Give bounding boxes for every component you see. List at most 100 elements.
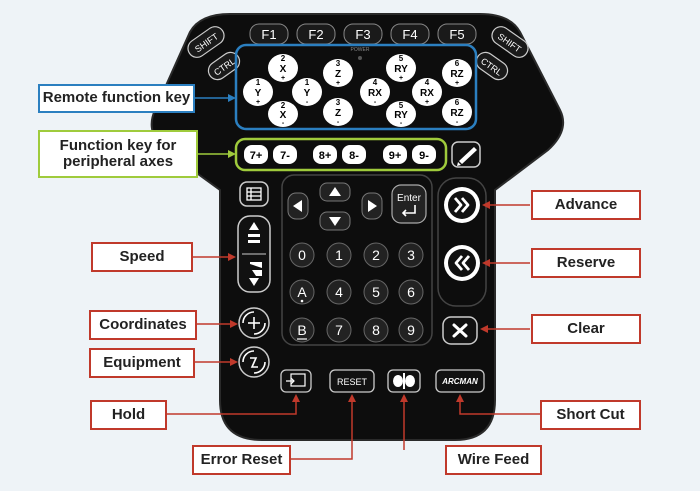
wire-feed-icon bbox=[393, 373, 415, 389]
arcman-key[interactable]: ARCMAN bbox=[435, 369, 485, 393]
ctrl-left-key[interactable]: CTRL bbox=[205, 49, 243, 83]
speed-down-icon bbox=[249, 262, 262, 286]
axis-key-x-minus[interactable]: 2 X - bbox=[268, 101, 298, 127]
arrow-down-key[interactable] bbox=[319, 211, 351, 231]
double-chevron-left-icon bbox=[454, 255, 471, 271]
axis-num: 3 bbox=[336, 59, 341, 68]
shift-right-key[interactable]: SHIFT bbox=[488, 23, 531, 61]
edit-key[interactable] bbox=[451, 141, 481, 168]
arrow-left-key[interactable] bbox=[287, 192, 309, 220]
callout-clear: Clear bbox=[531, 314, 641, 344]
arrow-up-key[interactable] bbox=[319, 182, 351, 202]
numpad-key-6[interactable]: 6 bbox=[398, 279, 424, 305]
arrow-left-icon bbox=[293, 200, 302, 212]
axis-name: RZ bbox=[450, 69, 463, 80]
callout-reserve: Reserve bbox=[531, 248, 641, 278]
axis-key-z-minus[interactable]: 3 Z - bbox=[323, 98, 353, 126]
axis-key-rz-plus[interactable]: 6 RZ + bbox=[442, 59, 472, 87]
advance-key[interactable] bbox=[444, 187, 480, 223]
peripheral-key-9-minus[interactable]: 9- bbox=[412, 145, 436, 164]
axis-key-rx-plus[interactable]: 4 RX + bbox=[412, 78, 442, 106]
menu-key[interactable] bbox=[239, 181, 269, 207]
f1-key[interactable]: F1 bbox=[249, 23, 289, 45]
numpad-key-label: 9 bbox=[407, 322, 415, 338]
numpad-key-1[interactable]: 1 bbox=[326, 242, 352, 268]
f3-key[interactable]: F3 bbox=[343, 23, 383, 45]
wire-feed-key[interactable] bbox=[387, 369, 421, 393]
numpad-key-8[interactable]: 8 bbox=[363, 317, 389, 343]
numpad-key-a[interactable]: A bbox=[289, 279, 315, 305]
f-keys: F1 F2 F3 F4 F5 bbox=[249, 23, 477, 45]
numpad-key-3[interactable]: 3 bbox=[398, 242, 424, 268]
reset-key[interactable]: RESET bbox=[329, 369, 375, 393]
keypad-frame bbox=[281, 174, 433, 346]
callout-advance: Advance bbox=[531, 190, 641, 220]
remote-function-key-highlight bbox=[234, 43, 478, 131]
axis-sign: - bbox=[337, 119, 340, 126]
numpad-key-0[interactable]: 0 bbox=[289, 242, 315, 268]
axis-sign: + bbox=[425, 99, 429, 106]
reset-label: RESET bbox=[337, 377, 368, 387]
axis-key-z-plus[interactable]: 3 Z + bbox=[323, 59, 353, 87]
axis-key-rx-minus[interactable]: 4 RX - bbox=[360, 78, 390, 106]
f5-key[interactable]: F5 bbox=[437, 23, 477, 45]
callout-peripheral-axes: Function key for peripheral axes bbox=[38, 130, 198, 178]
numpad-key-label: A bbox=[297, 284, 307, 300]
arrow-right-icon bbox=[368, 200, 377, 212]
f4-key[interactable]: F4 bbox=[390, 23, 430, 45]
axis-key-ry-minus[interactable]: 5 RY - bbox=[386, 101, 416, 127]
peripheral-key-7-minus[interactable]: 7- bbox=[273, 145, 297, 164]
axis-key-y-plus[interactable]: 1 Y + bbox=[243, 78, 273, 106]
callout-coordinates: Coordinates bbox=[89, 310, 197, 340]
axis-key-rz-minus[interactable]: 6 RZ - bbox=[442, 98, 472, 126]
numpad-key-5[interactable]: 5 bbox=[363, 279, 389, 305]
hold-key[interactable] bbox=[280, 369, 312, 393]
edit-icon bbox=[457, 147, 477, 166]
double-chevron-right-icon bbox=[453, 197, 470, 213]
f3-label: F3 bbox=[355, 27, 370, 42]
axis-sign: - bbox=[400, 120, 403, 127]
axis-key-y-minus[interactable]: 1 Y - bbox=[292, 78, 322, 106]
hold-icon bbox=[286, 373, 306, 387]
ctrl-right-key[interactable]: CTRL bbox=[473, 49, 511, 83]
coordinates-icon bbox=[242, 311, 266, 335]
peripheral-key-9-plus[interactable]: 9+ bbox=[383, 145, 407, 164]
numpad-key-7[interactable]: 7 bbox=[326, 317, 352, 343]
f2-key[interactable]: F2 bbox=[296, 23, 336, 45]
axis-num: 1 bbox=[256, 78, 261, 87]
numpad-key-9[interactable]: 9 bbox=[398, 317, 424, 343]
axis-name: Z bbox=[335, 69, 341, 80]
peripheral-key-8-plus[interactable]: 8+ bbox=[313, 145, 337, 164]
speed-key[interactable] bbox=[237, 215, 271, 293]
callout-error-reset: Error Reset bbox=[192, 445, 291, 475]
reserve-key[interactable] bbox=[444, 245, 480, 281]
axis-keys: 1 Y + 2 X + 1 Y - 2 X - 3 Z + bbox=[243, 54, 472, 127]
peripheral-key-8-minus[interactable]: 8- bbox=[342, 145, 366, 164]
enter-key[interactable]: Enter bbox=[391, 184, 427, 224]
enter-icon bbox=[401, 205, 416, 217]
list-icon bbox=[246, 187, 262, 201]
axis-num: 4 bbox=[425, 78, 430, 87]
peripheral-key-label: 9- bbox=[419, 150, 429, 162]
power-label: POWER bbox=[351, 47, 370, 53]
axis-key-ry-plus[interactable]: 5 RY + bbox=[386, 54, 416, 82]
clear-key[interactable] bbox=[442, 316, 478, 345]
numpad-key-label: B bbox=[297, 322, 306, 338]
axis-key-x-plus[interactable]: 2 X + bbox=[268, 54, 298, 82]
numpad-key-2[interactable]: 2 bbox=[363, 242, 389, 268]
numpad-key-4[interactable]: 4 bbox=[326, 279, 352, 305]
axis-sign: + bbox=[399, 75, 403, 82]
axis-num: 4 bbox=[373, 78, 378, 87]
axis-num: 2 bbox=[281, 101, 286, 110]
coordinates-key[interactable] bbox=[238, 307, 270, 339]
numpad-key-b[interactable]: B bbox=[289, 317, 315, 343]
axis-sign: + bbox=[256, 99, 260, 106]
peripheral-key-7-plus[interactable]: 7+ bbox=[244, 145, 268, 164]
axis-num: 1 bbox=[305, 78, 310, 87]
arrow-right-key[interactable] bbox=[361, 192, 383, 220]
f2-label: F2 bbox=[308, 27, 323, 42]
equipment-key[interactable] bbox=[238, 346, 270, 378]
equipment-icon bbox=[242, 350, 266, 374]
peripheral-key-label: 8- bbox=[349, 150, 359, 162]
